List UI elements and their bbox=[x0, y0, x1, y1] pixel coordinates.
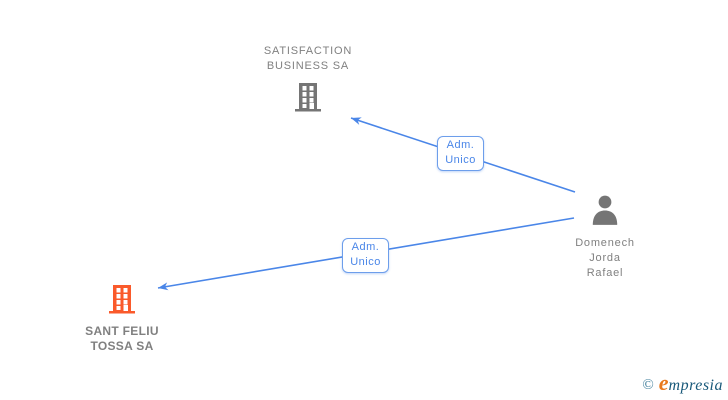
company-name-satisfaction: SATISFACTION BUSINESS SA bbox=[263, 45, 353, 72]
building-icon bbox=[292, 81, 324, 113]
node-company-satisfaction[interactable]: SATISFACTION BUSINESS SA bbox=[238, 44, 378, 118]
building-icon bbox=[106, 283, 138, 315]
node-company-santfeliu[interactable]: SANT FELIU TOSSA SA bbox=[62, 283, 182, 354]
person-name: Domenech Jorda Rafael bbox=[575, 237, 635, 279]
brand-initial: e bbox=[658, 370, 669, 395]
edge-label-adm-unico-santfeliu: Adm. Unico bbox=[342, 238, 389, 273]
edge-label-adm-unico-satisfaction: Adm. Unico bbox=[437, 136, 484, 171]
copyright-icon: © bbox=[642, 377, 654, 393]
company-name-santfeliu: SANT FELIU TOSSA SA bbox=[85, 324, 159, 353]
person-icon bbox=[588, 193, 622, 227]
brand-name: mpresia bbox=[668, 377, 723, 394]
node-person-domenech[interactable]: Domenech Jorda Rafael bbox=[545, 193, 665, 281]
empresia-logo[interactable]: ©empresia bbox=[642, 370, 723, 396]
